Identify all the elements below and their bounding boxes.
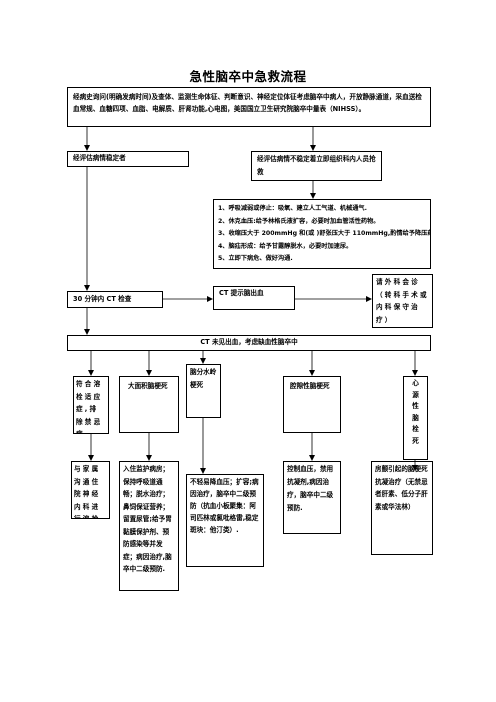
watershed-infarct-box: 脑分水岭梗死 — [186, 364, 221, 418]
ct-no-bleed-box: CT 未见出血，考虑缺血性脑卒中 — [67, 335, 431, 351]
cardioembolic-box: 心源性脑栓死 — [403, 376, 428, 460]
stable-patient-text: 经评估病情稳定者 — [73, 154, 126, 162]
large-infarct-text: 大面积脑梗死 — [128, 382, 168, 390]
rescue-steps-box: 1、呼吸减弱或停止：吸氧、建立人工气道、机械通气. 2、休克血压:给予林格氏液扩… — [213, 199, 431, 269]
unstable-patient-text: 经评估病情不稳定着立即组织科内人员抢救 — [257, 155, 376, 176]
lacunar-infarct-text: 腔隙性脑梗死 — [290, 382, 330, 390]
lacunar-treatment-text: 控制血压，禁用抗凝剂,病因治疗，脑卒中二级预防. — [287, 465, 334, 512]
ct-no-bleed-text: CT 未见出血，考虑缺血性脑卒中 — [200, 338, 298, 346]
rescue-step-1: 1、呼吸减弱或停止：吸氧、建立人工气道、机械通气. — [218, 205, 367, 212]
ct-exam-text: 30 分钟内 CT 检查 — [73, 295, 132, 303]
history-exam-box: 经病史询问(明确发病时间)及查体、监测生命体征、判断意识、神经定位体征考虑脑卒中… — [67, 87, 431, 127]
page-title: 急性脑卒中急救流程 — [189, 69, 307, 84]
cardioembolic-text: 心源性脑栓死 — [412, 379, 419, 445]
cardioembolic-treatment-box: 房颤引起的脑梗死抗凝治疗（无禁忌者肝素、低分子肝素或华法林） — [371, 461, 433, 555]
ct-hemorrhage-text: CT 提示脑出血 — [219, 289, 264, 297]
lacunar-treatment-box: 控制血压，禁用抗凝剂,病因治疗，脑卒中二级预防. — [283, 461, 341, 534]
watershed-treatment-box: 不轻易降血压；扩容;病因治疗，脑卒中二级预防（抗血小板聚集：阿司匹林或氯吡格雷,… — [186, 474, 264, 567]
thrombolysis-treatment-box: 与家属沟通住院神经内科进行溶栓治疗 — [71, 461, 110, 519]
rescue-step-3: 3、收缩压大于 200mmHg 和(或 )舒张压大于 110mmHg,酌情给予降… — [218, 230, 431, 237]
neurosurgery-consult-text: 请外科会诊（转科手术或内科保守治疗） — [376, 278, 429, 324]
history-exam-text: 经病史询问(明确发病时间)及查体、监测生命体征、判断意识、神经定位体征考虑脑卒中… — [73, 93, 422, 113]
cardioembolic-treatment-text: 房颤引起的脑梗死抗凝治疗（无禁忌者肝素、低分子肝素或华法林） — [375, 465, 428, 511]
lacunar-infarct-box: 腔隙性脑梗死 — [283, 376, 341, 433]
rescue-step-4: 4、脑疝形成：给予甘露醇脱水，必要时加速尿。 — [218, 242, 353, 250]
neurosurgery-consult-box: 请外科会诊（转科手术或内科保守治疗） — [372, 274, 433, 328]
thrombolysis-criteria-text: 符合溶栓适应症,排除禁忌症 — [76, 380, 103, 434]
unstable-patient-box: 经评估病情不稳定着立即组织科内人员抢救 — [251, 151, 382, 181]
rescue-step-5: 5、立即下病危、做好沟通. — [218, 255, 293, 262]
large-infarct-treatment-box: 入住监护病房；保持呼吸道通畅；脱水治疗；鼻饲保证营养；留置尿管;给予胃黏膜保护剂… — [119, 461, 179, 591]
large-infarct-box: 大面积脑梗死 — [119, 376, 179, 433]
watershed-infarct-text: 脑分水岭梗死 — [190, 368, 217, 389]
stable-patient-box: 经评估病情稳定者 — [67, 151, 189, 167]
ct-exam-box: 30 分钟内 CT 检查 — [67, 291, 163, 308]
watershed-treatment-text: 不轻易降血压；扩容;病因治疗，脑卒中二级预防（抗血小板聚集：阿司匹林或氯吡格雷,… — [190, 478, 259, 534]
ct-hemorrhage-box: CT 提示脑出血 — [213, 286, 295, 310]
rescue-step-2: 2、休克血压:给予林格氏液扩容，必要时加血管活性药物。 — [218, 217, 380, 225]
thrombolysis-criteria-box: 符合溶栓适应症,排除禁忌症 — [73, 376, 109, 434]
large-infarct-treatment-text: 入住监护病房；保持呼吸道通畅；脱水治疗；鼻饲保证营养；留置尿管;给予胃黏膜保护剂… — [123, 465, 172, 573]
thrombolysis-treatment-text: 与家属沟通住院神经内科进行溶栓治疗 — [74, 465, 101, 519]
